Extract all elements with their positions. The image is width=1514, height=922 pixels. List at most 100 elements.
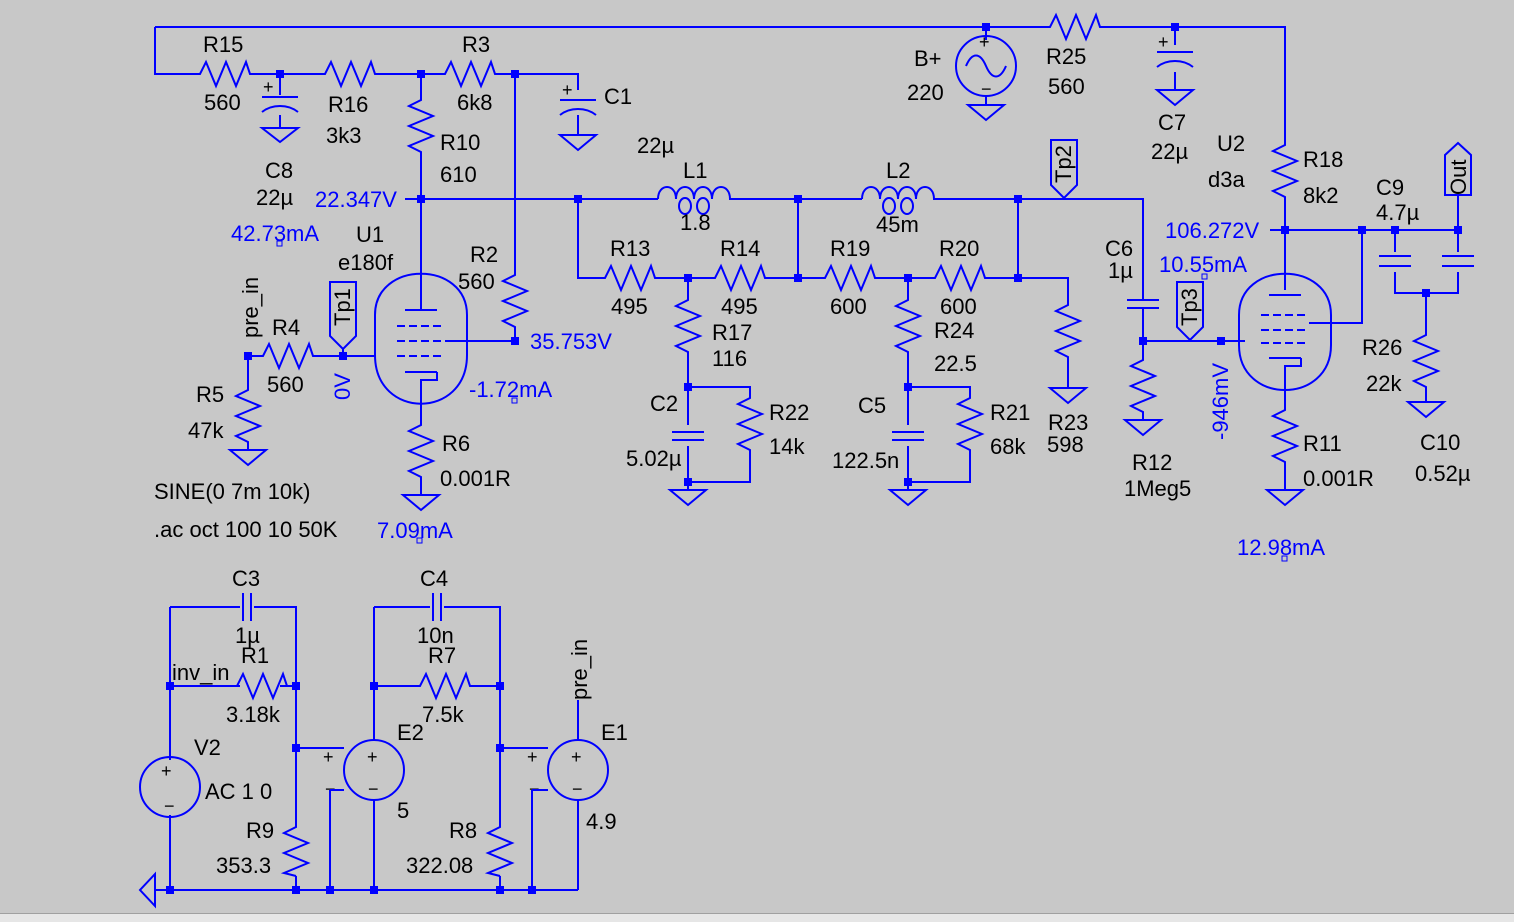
label-u1-value: e180f [338, 250, 394, 275]
label-r12-name: R12 [1132, 450, 1172, 475]
probe-u2-cathode-current: 12.98mA [1237, 535, 1325, 560]
resistor-r5 [233, 385, 263, 448]
resistor-r12 [1128, 355, 1158, 418]
resistor-r8 [484, 822, 515, 877]
svg-text:+: + [562, 80, 573, 100]
resistor-r23 [1053, 300, 1083, 360]
svg-text:+: + [367, 747, 378, 767]
label-r12-value: 1Meg5 [1124, 476, 1191, 501]
probe-u2-plate-voltage: 106.272V [1165, 218, 1260, 243]
inductor-l2 [861, 186, 938, 215]
label-c3-value: 1µ [235, 623, 260, 648]
directive-source: SINE(0 7m 10k) [154, 479, 311, 504]
tube-u1 [374, 272, 468, 405]
vcvs-e2: + − + − [323, 739, 405, 801]
resistor-r22 [735, 393, 765, 458]
resistor-r4 [258, 341, 318, 371]
label-r9-name: R9 [246, 818, 274, 843]
svg-text:+: + [571, 747, 582, 767]
capacitor-c5 [892, 431, 924, 441]
label-r2-name: R2 [470, 242, 498, 267]
svg-text:+: + [161, 761, 172, 781]
label-r10-name: R10 [440, 130, 480, 155]
probe-u1-cathode-current: 7.09mA [377, 518, 453, 543]
label-r14-value: 495 [721, 294, 758, 319]
resistor-r1 [232, 671, 292, 701]
resistor-r25 [1045, 12, 1105, 42]
label-u1-name: U1 [356, 222, 384, 247]
label-r15-value: 560 [204, 90, 241, 115]
capacitor-c9 [1379, 255, 1411, 267]
label-c6-name: C6 [1105, 236, 1133, 261]
label-c8-value: 22µ [256, 185, 293, 210]
label-c10-name: C10 [1420, 430, 1460, 455]
capacitor-c3 [242, 593, 252, 621]
label-c5-value: 122.5n [832, 448, 899, 473]
label-c6-value: 1µ [1108, 258, 1133, 283]
label-r6-value: 0.001R [440, 466, 511, 491]
label-r18-value: 8k2 [1303, 183, 1338, 208]
label-c5-name: C5 [858, 393, 886, 418]
resistor-r11 [1270, 405, 1300, 470]
label-r16-value: 3k3 [326, 123, 361, 148]
svg-text:+: + [323, 747, 334, 767]
tube-u2 [1238, 272, 1332, 391]
resistor-r9 [280, 822, 311, 877]
svg-text:−: − [572, 779, 583, 799]
label-r6-name: R6 [442, 431, 470, 456]
net-flag-tp3 [1176, 281, 1204, 342]
directive-analysis: .ac oct 100 10 50K [154, 517, 338, 542]
label-r17-name: R17 [712, 320, 752, 345]
label-c2-value: 5.02µ [626, 446, 682, 471]
label-r20-name: R20 [939, 236, 979, 261]
net-label-out: Out [1446, 160, 1471, 195]
capacitor-c7: + [1156, 32, 1194, 68]
label-r3-value: 6k8 [457, 90, 492, 115]
resistor-r3 [440, 59, 500, 89]
resistor-r20 [930, 263, 990, 293]
probe-markers [276, 240, 1288, 562]
label-r22-value: 14k [769, 434, 805, 459]
label-l1-value: 1.8 [680, 210, 711, 235]
capacitor-c4 [432, 593, 442, 621]
label-e1-value: 4.9 [586, 809, 617, 834]
label-r11-value: 0.001R [1303, 466, 1374, 491]
resistor-r21 [955, 393, 985, 458]
horizontal-scrollbar[interactable] [0, 913, 1514, 922]
label-l2-name: L2 [886, 158, 910, 183]
junction-dots [166, 23, 1462, 894]
svg-text:+: + [1158, 32, 1169, 52]
label-u2-value: d3a [1208, 167, 1245, 192]
label-r7-value: 7.5k [422, 702, 465, 727]
label-r3-name: R3 [462, 32, 490, 57]
label-r23-name: R23 [1048, 410, 1088, 435]
probe-u2-anode-current: 10.55mA [1159, 252, 1247, 277]
label-r22-name: R22 [769, 400, 809, 425]
label-c9-name: C9 [1376, 175, 1404, 200]
inductor-l1 [657, 186, 735, 215]
label-l2-value: 45m [876, 212, 919, 237]
label-v2-value: AC 1 0 [205, 779, 272, 804]
net-flag-out [1444, 141, 1472, 196]
label-l1-name: L1 [683, 158, 707, 183]
svg-text:−: − [368, 779, 379, 799]
label-r18-name: R18 [1303, 147, 1343, 172]
probe-r2-voltage: 35.753V [530, 329, 612, 354]
label-r21-name: R21 [990, 400, 1030, 425]
ground-symbols [138, 89, 1447, 909]
resistor-r17 [673, 295, 703, 360]
label-r10-value: 610 [440, 162, 477, 187]
label-u2-name: U2 [1217, 131, 1245, 156]
label-r5-value: 47k [188, 418, 224, 443]
resistor-r19 [820, 263, 880, 293]
svg-text:+: + [527, 747, 538, 767]
probe-u1-g2-current: -1.72mA [469, 377, 552, 402]
vcvs-e1: + − + − [527, 739, 609, 801]
resistor-r6 [406, 420, 436, 485]
label-v2-name: V2 [194, 735, 221, 760]
label-r2-value: 560 [458, 269, 495, 294]
label-r11-name: R11 [1303, 431, 1342, 456]
resistor-r10 [406, 95, 436, 160]
resistor-r13 [600, 263, 660, 293]
